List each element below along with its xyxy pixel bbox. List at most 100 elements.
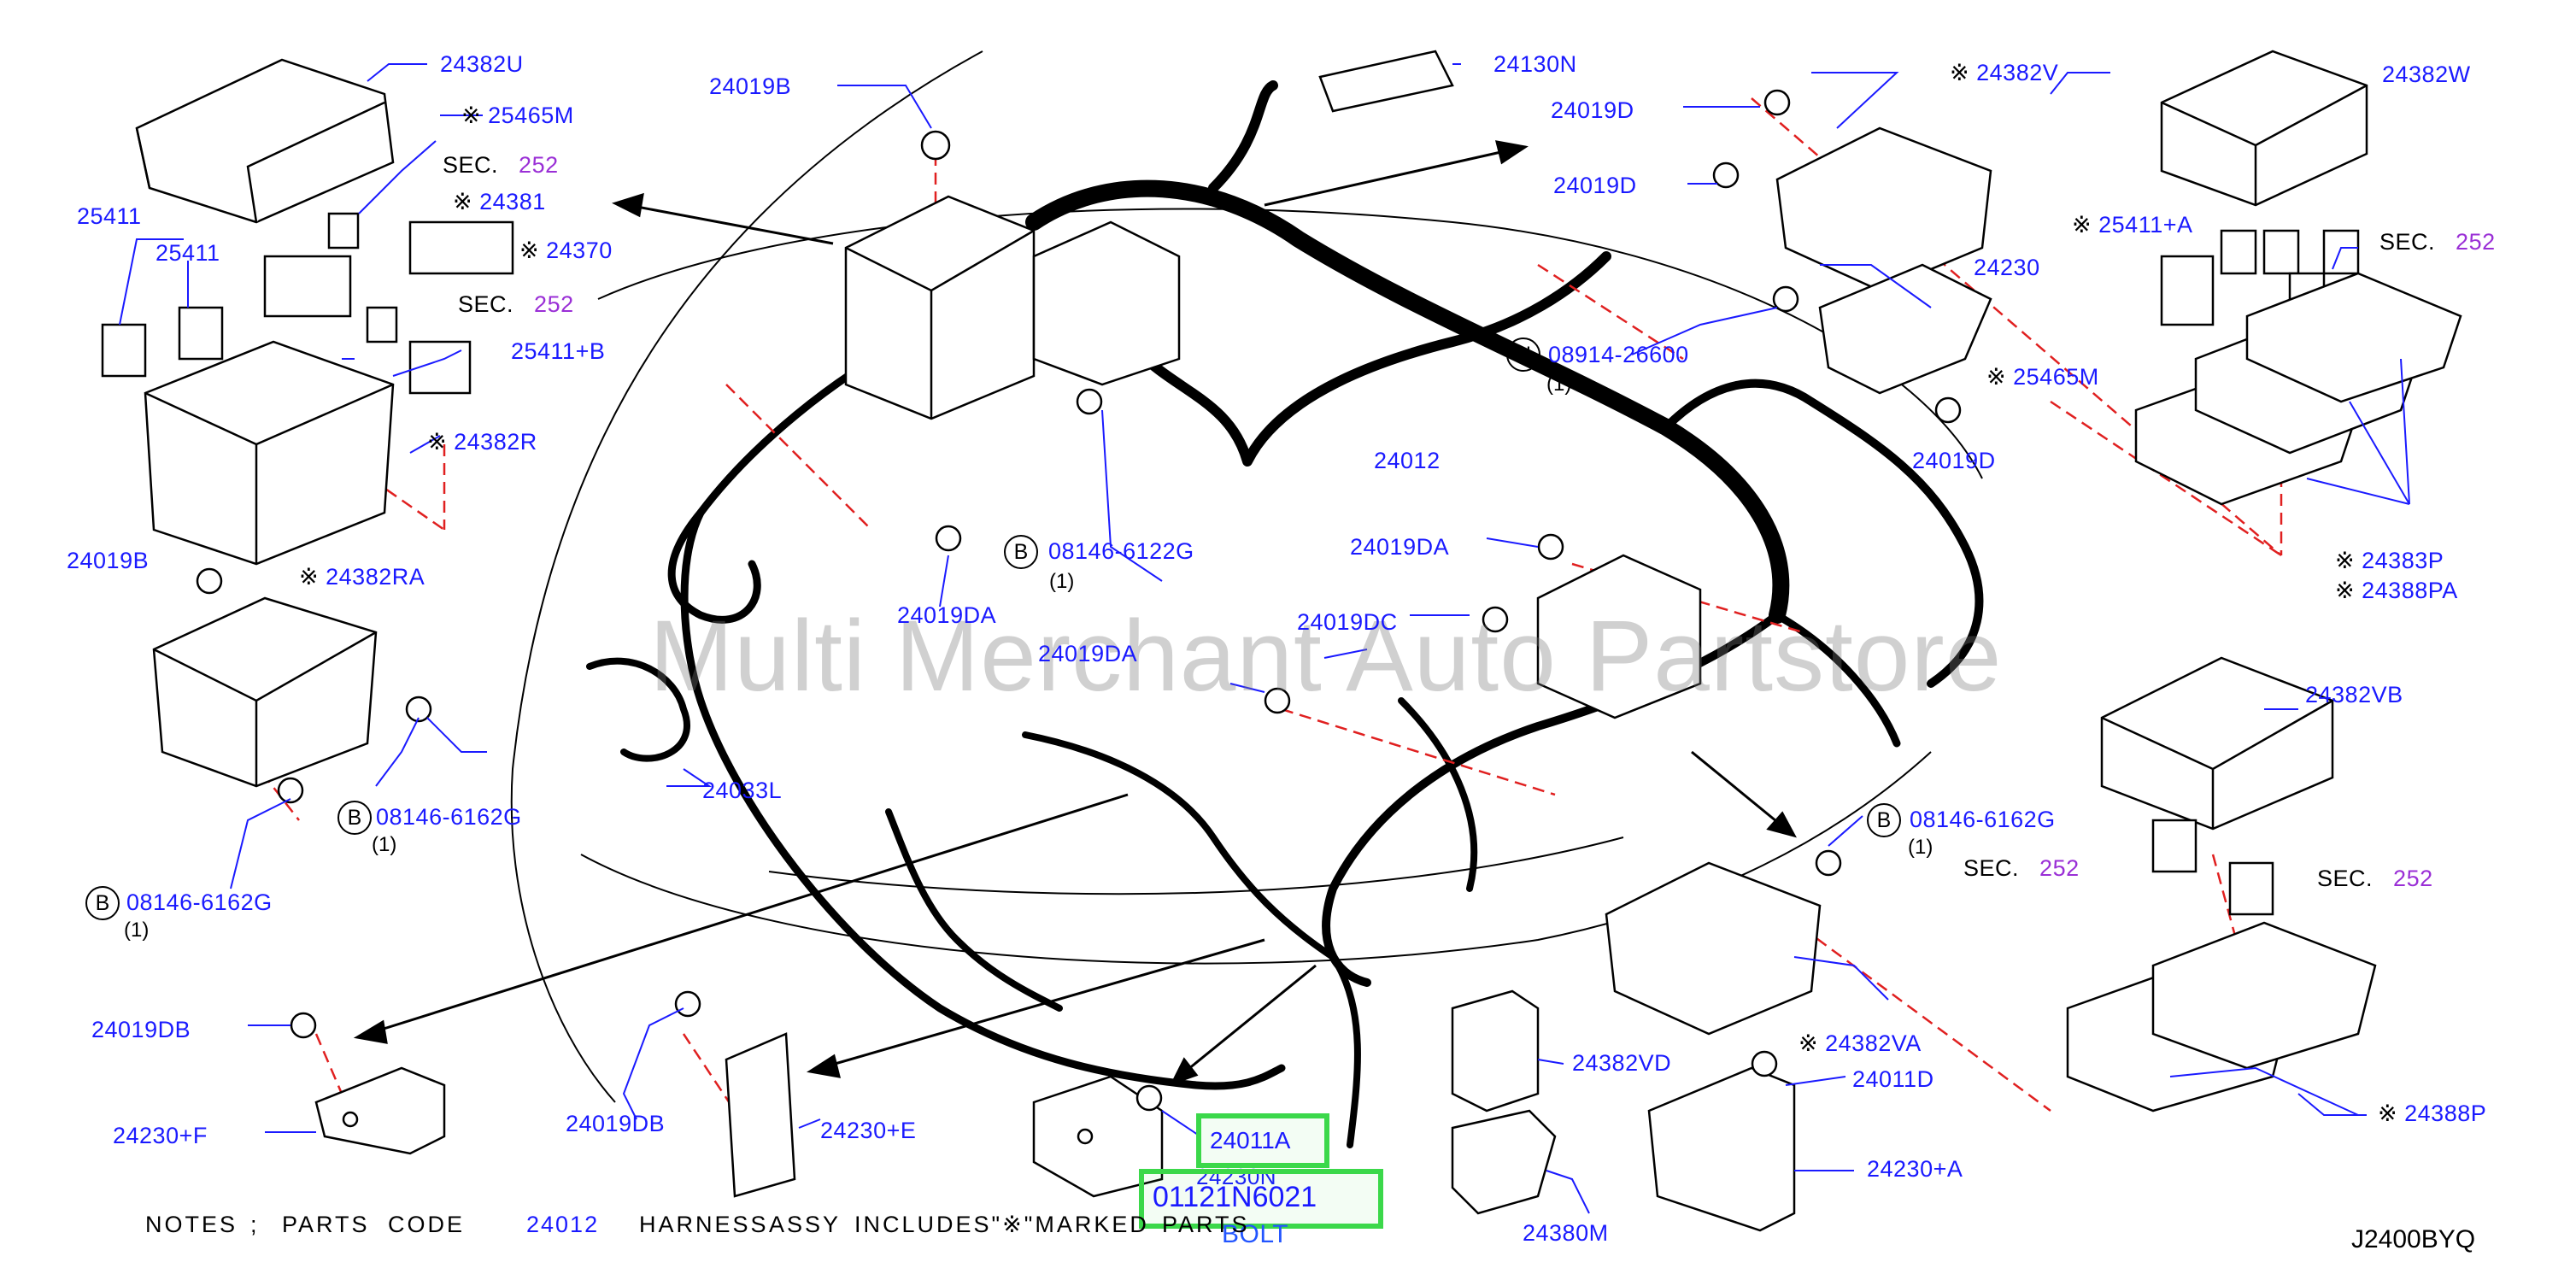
part-label-24019d[interactable]: 24019D [1912,448,1996,473]
part-label-24012[interactable]: 24012 [1374,448,1441,473]
relay [2322,229,2360,275]
sec-reference[interactable]: SEC. 252 [1963,857,2080,880]
bolt [1076,388,1103,415]
part-label-25465m[interactable]: ※ 25465M [1986,366,2099,389]
ipdm-box [844,195,1036,420]
bracket [314,1066,446,1155]
part-label-24382w[interactable]: 24382W [2382,62,2471,87]
part-label-24382vb[interactable]: 24382VB [2305,682,2403,707]
bolt [1815,849,1842,877]
part-label-24370[interactable]: ※ 24370 [519,239,613,262]
sec-reference[interactable]: SEC. 252 [2379,231,2496,254]
harness-loop [667,338,910,624]
relay [366,306,398,343]
part-label-24019dc[interactable]: 24019DC [1297,609,1398,635]
part-label-24383p[interactable]: ※ 24383P [2335,549,2444,572]
bolt [1482,606,1509,633]
badge-b: B [337,801,372,835]
part-label-24019d[interactable]: 24019D [1553,173,1637,198]
part-label-24019da[interactable]: 24019DA [897,602,997,628]
part-label-24230e[interactable]: 24230+E [820,1118,917,1143]
part-label-24388p[interactable]: ※ 24388P [2378,1102,2486,1125]
mark: ※ [299,564,320,590]
part-number: 24388PA [2362,578,2458,603]
part-label-08146-6162g[interactable]: 08146-6162G [126,889,273,915]
part-label-08146-6162g[interactable]: 08146-6162G [376,804,522,830]
part-label-24388pa[interactable]: ※ 24388PA [2335,579,2458,602]
highlight-24011a[interactable]: 24011A [1196,1113,1329,1168]
arrow [627,203,834,245]
body-outline [597,208,1983,479]
mark: ※ [1950,60,1970,85]
part-label-08914-26600[interactable]: 08914-26600 [1548,342,1689,367]
bracket [725,1032,796,1198]
highlight-01121n6021[interactable]: 01121N6021 [1139,1169,1383,1229]
sec-number: 252 [534,291,574,317]
relay [2228,861,2274,916]
part-label-24019b[interactable]: 24019B [709,73,792,99]
sec-number: 252 [2456,229,2496,255]
sec-reference[interactable]: SEC. 252 [458,293,574,316]
part-label-25411b[interactable]: 25411+B [511,338,606,364]
notes-word: PARTS [1162,1212,1250,1237]
notes-part-number: 24012 [526,1212,600,1237]
part-label-24230a[interactable]: 24230+A [1867,1156,1963,1182]
part-label-24380m[interactable]: 24380M [1523,1220,1609,1246]
badge-b: B [1004,535,1038,569]
bracket [1032,1075,1164,1198]
bolt [1135,1084,1163,1112]
part-label-24019b[interactable]: 24019B [67,548,150,573]
part-label-24130n[interactable]: 24130N [1493,51,1577,77]
part-label-24382v[interactable]: ※ 24382V [1950,62,2058,85]
part-label-24019d[interactable]: 24019D [1551,97,1634,123]
harness-loop [1022,731,1336,960]
part-label-24019db[interactable]: 24019DB [91,1017,191,1042]
quantity: (1) [1546,373,1572,396]
sec-reference[interactable]: SEC. 252 [2317,867,2433,890]
part-label-24011d[interactable]: 24011D [1852,1066,1934,1092]
part-label-24230[interactable]: 24230 [1974,255,2040,280]
part-label-24381[interactable]: ※ 24381 [453,191,546,214]
part-label-24382vd[interactable]: 24382VD [1572,1050,1672,1076]
sec-label: SEC. [2317,866,2374,891]
part-label-24382ra[interactable]: ※ 24382RA [299,566,425,589]
part-label-24019db[interactable]: 24019DB [566,1111,666,1136]
notes-word: ; [250,1212,260,1237]
notes-word: CODE [388,1212,466,1237]
relay-block [2151,921,2377,1070]
sec-label: SEC. [458,291,514,317]
fusebox-mid [1536,554,1702,719]
part-label-25411[interactable]: 25411 [155,240,220,266]
mark: ※ [2335,578,2356,603]
quantity: (1) [1908,836,1933,859]
sec-reference[interactable]: SEC. 252 [443,154,559,177]
harness-main [1131,251,1611,467]
part-number: 24382RA [326,564,425,590]
part-label-24230f[interactable]: 24230+F [113,1123,208,1148]
part-label-24019da[interactable]: 24019DA [1038,641,1138,666]
relay [2220,229,2257,275]
part-label-24382va[interactable]: ※ 24382VA [1799,1032,1922,1055]
relay-block [2245,272,2462,403]
bolt [674,990,701,1018]
part-label-24019da[interactable]: 24019DA [1350,534,1450,560]
part-label-25411[interactable]: 25411 [77,203,142,229]
part-label-25411a[interactable]: ※ 25411+A [2072,214,2193,237]
bolt-label[interactable]: BOLT [1222,1220,1289,1248]
part-label-08146-6122g[interactable]: 08146-6122G [1048,538,1194,564]
part-label-08146-6162g[interactable]: 08146-6162G [1910,807,2056,832]
bolt [277,777,304,804]
part-label-24382u[interactable]: 24382U [440,51,524,77]
relay [263,255,352,318]
part-label-25465m[interactable]: ※ 25465M [461,104,574,127]
part-label-24033l[interactable]: 24033L [702,778,783,803]
fuse-holder [1451,989,1540,1112]
part-number: 24381 [479,189,546,214]
connector-block [1318,50,1454,113]
relay [327,212,360,249]
part-label-24382r[interactable]: ※ 24382R [427,431,537,454]
bolt [1264,687,1291,714]
harness-main [1208,80,1278,193]
bolt [1934,396,1962,424]
